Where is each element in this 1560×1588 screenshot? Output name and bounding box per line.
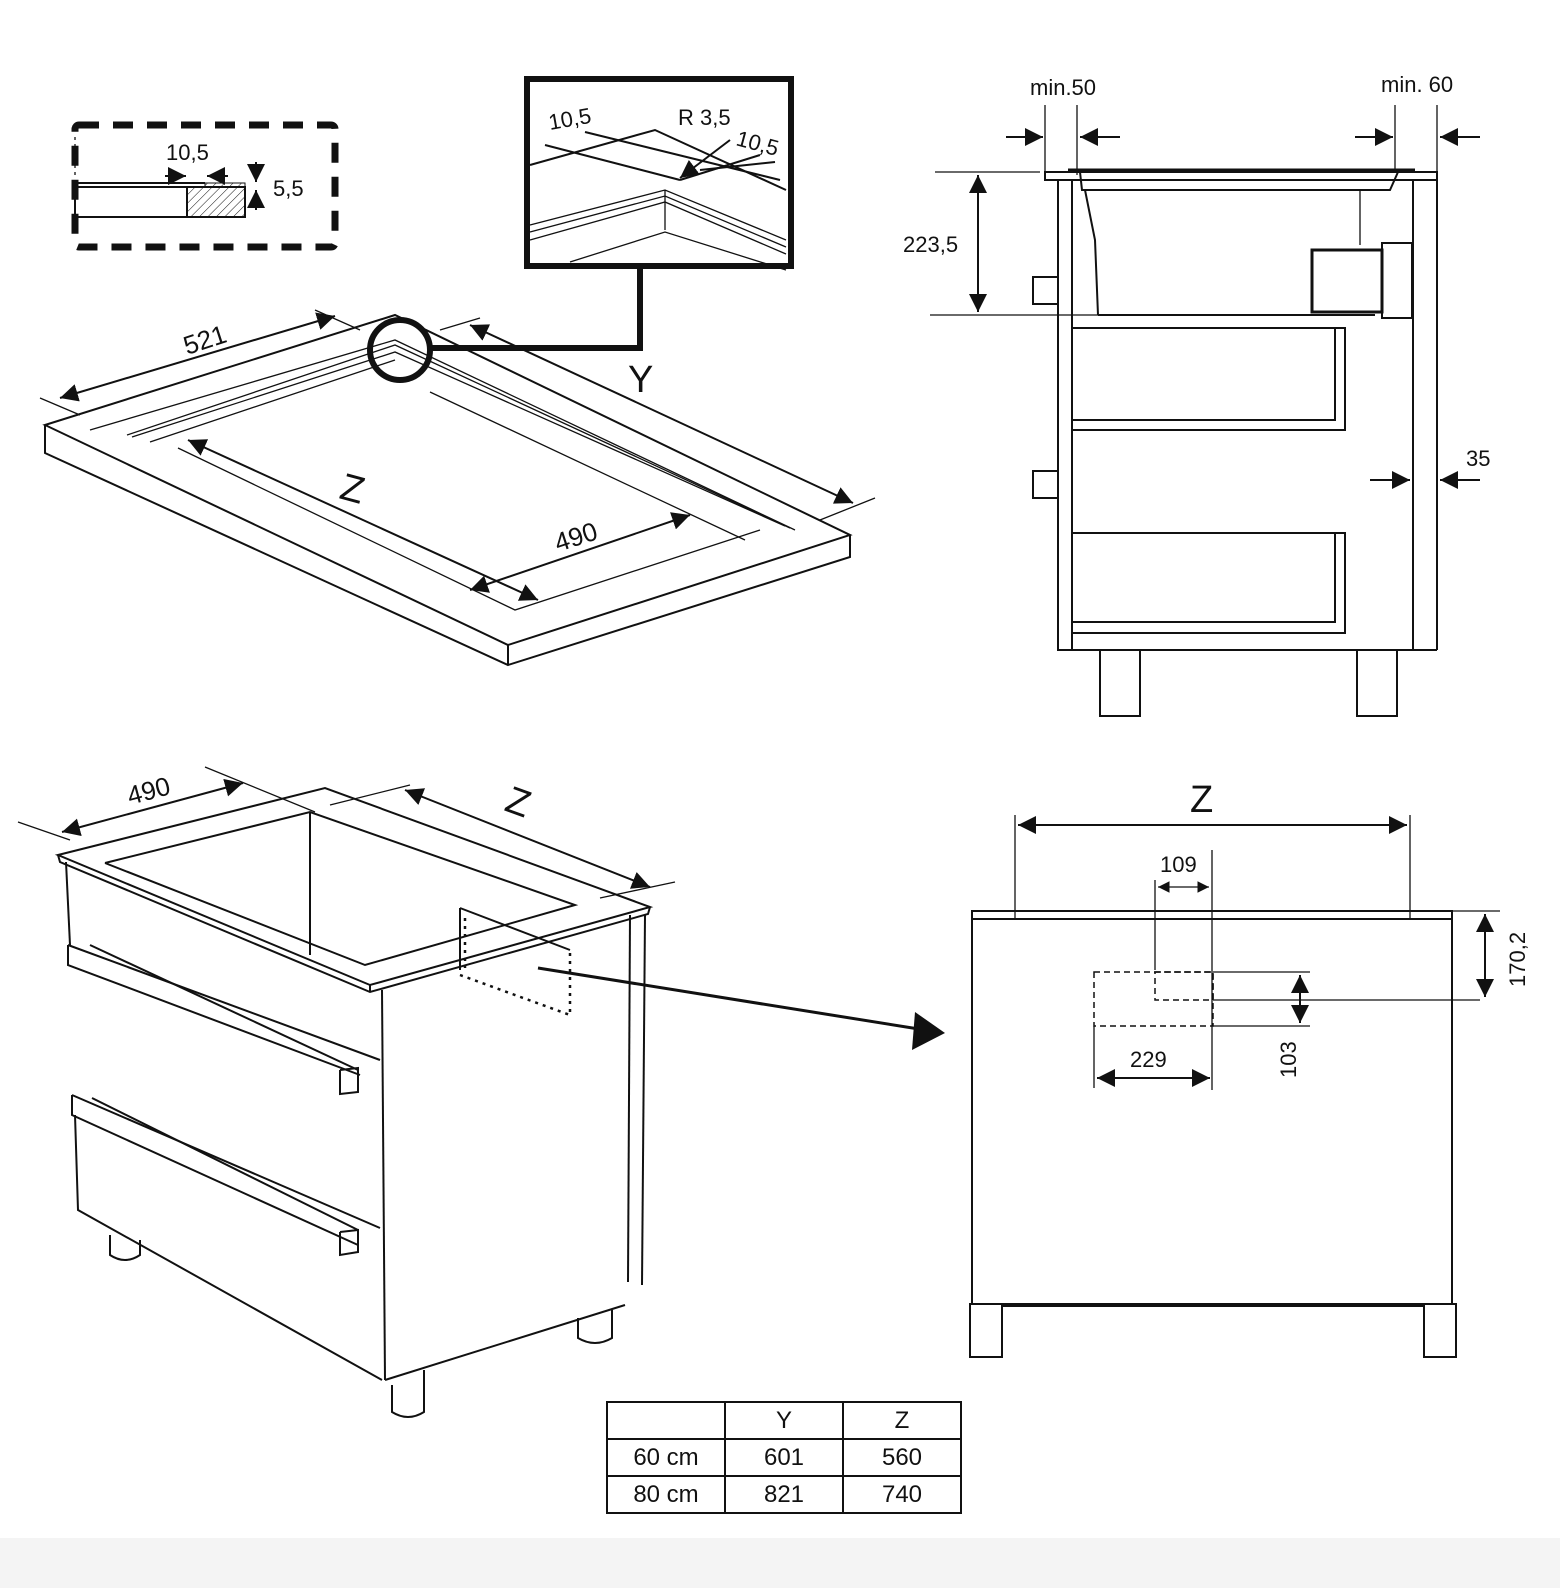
offset-109-label: 109 <box>1160 852 1197 877</box>
cutout-outline <box>459 950 572 1017</box>
worktop-section <box>1044 171 1438 181</box>
corner-detail: 10,5 R 3,5 10,5 <box>430 76 794 351</box>
cabinet-leg <box>969 1303 1003 1358</box>
corner-right-label: 10,5 <box>734 126 782 161</box>
cabinet-foot <box>577 1310 613 1344</box>
cutout-229-label: 229 <box>1130 1047 1167 1072</box>
inner-490-label: 490 <box>551 516 602 558</box>
min-front-label: min.50 <box>1030 75 1096 100</box>
corner-left-label: 10,5 <box>547 103 594 135</box>
height-label: 223,5 <box>903 232 958 257</box>
min-back-label: min. 60 <box>1381 72 1453 97</box>
edge-detail: 10,5 5,5 <box>71 121 339 251</box>
cabinet-isometric: 490 Z <box>17 766 945 1418</box>
cabinet-leg <box>1099 649 1141 717</box>
back-gap-label: 35 <box>1466 446 1490 471</box>
edge-depth-label: 5,5 <box>273 176 304 201</box>
cabinet-z-label: Z <box>500 779 536 826</box>
leader-line <box>430 266 643 351</box>
hob-fan-unit <box>1310 248 1384 314</box>
front-z-label: Z <box>1190 779 1213 821</box>
cutout-outer <box>1093 971 1214 1027</box>
table-header-row: Y Z <box>606 1401 962 1440</box>
detail-callout-circle <box>367 317 433 383</box>
footer-bar <box>0 1538 1560 1588</box>
table-cell: 560 <box>842 1438 962 1477</box>
z-label: Z <box>336 466 369 513</box>
depth-521-label: 521 <box>180 319 231 361</box>
cabinet-leg <box>1356 649 1398 717</box>
side-section-view: min.50 min. 60 223,5 35 <box>903 72 1490 717</box>
zoom-frame <box>524 76 794 269</box>
cabinet-foot <box>109 1235 141 1261</box>
worktop-section <box>74 186 188 218</box>
height-170-label: 170,2 <box>1505 932 1530 987</box>
pointer-arrow <box>537 966 926 1032</box>
hatched-recess <box>186 186 246 218</box>
table-cell: 601 <box>724 1438 844 1477</box>
front-view: Z 109 103 229 170,2 <box>969 779 1530 1358</box>
corner-radius-label: R 3,5 <box>678 105 731 130</box>
table-row: 60 cm 601 560 <box>606 1438 962 1477</box>
drawer-handle <box>1032 276 1059 305</box>
edge-width-label: 10,5 <box>166 140 209 165</box>
table-header-cell <box>606 1401 726 1440</box>
cabinet-foot <box>391 1370 425 1418</box>
table-header-cell: Z <box>842 1401 962 1440</box>
table-cell: 740 <box>842 1475 962 1514</box>
cabinet-leg <box>1423 1303 1457 1358</box>
table-header-cell: Y <box>724 1401 844 1440</box>
drawer-handle <box>1032 470 1059 499</box>
y-label: Y <box>628 359 653 401</box>
worktop-isometric: 521 Y Z 490 <box>39 309 876 667</box>
table-row: 80 cm 821 740 <box>606 1475 962 1514</box>
table-cell: 821 <box>724 1475 844 1514</box>
table-cell: 80 cm <box>606 1475 726 1514</box>
cutout-103-label: 103 <box>1276 1041 1301 1078</box>
table-cell: 60 cm <box>606 1438 726 1477</box>
size-table: Y Z 60 cm 601 560 80 cm 821 740 <box>606 1401 962 1514</box>
cutout-inner <box>1154 971 1214 1001</box>
